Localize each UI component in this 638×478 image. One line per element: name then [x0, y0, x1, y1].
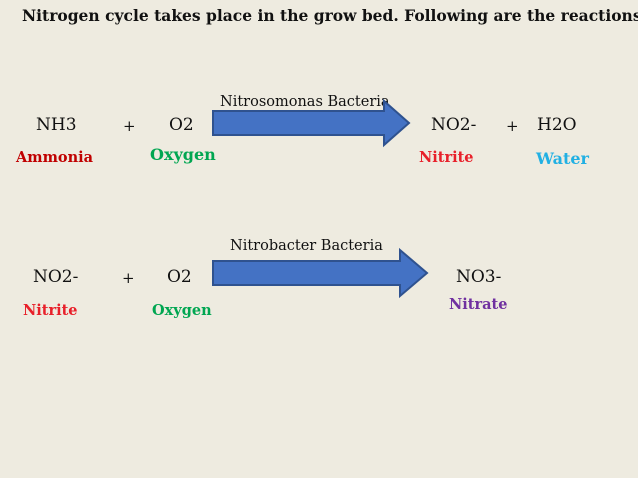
r2-plus-1: + — [122, 269, 135, 287]
r2-reactant2-formula: O2 — [167, 267, 192, 287]
r1-reactant1-formula: NH3 — [36, 115, 77, 135]
r1-plus-2: + — [506, 117, 519, 135]
slide-title: Nitrogen cycle takes place in the grow b… — [22, 6, 638, 25]
r2-catalyst-label: Nitrobacter Bacteria — [230, 238, 383, 254]
r1-product1-name: Nitrite — [419, 149, 474, 166]
r2-reactant1-name: Nitrite — [23, 302, 78, 319]
right-arrow-icon — [212, 98, 411, 148]
r1-catalyst-label: Nitrosomonas Bacteria — [220, 94, 390, 110]
right-arrow-icon — [212, 247, 429, 299]
r2-reactant1-formula: NO2- — [33, 267, 79, 287]
r1-product1-formula: NO2- — [431, 115, 477, 135]
r1-product2-formula: H2O — [537, 115, 577, 135]
r2-product1-formula: NO3- — [456, 267, 502, 287]
r2-reactant2-name: Oxygen — [152, 302, 212, 319]
r1-product2-name: Water — [536, 149, 589, 168]
r1-plus-1: + — [123, 117, 136, 135]
r2-product1-name: Nitrate — [449, 296, 508, 313]
r1-reactant2-formula: O2 — [169, 115, 194, 135]
r1-reactant1-name: Ammonia — [16, 149, 94, 166]
r1-reactant2-name: Oxygen — [150, 145, 216, 164]
